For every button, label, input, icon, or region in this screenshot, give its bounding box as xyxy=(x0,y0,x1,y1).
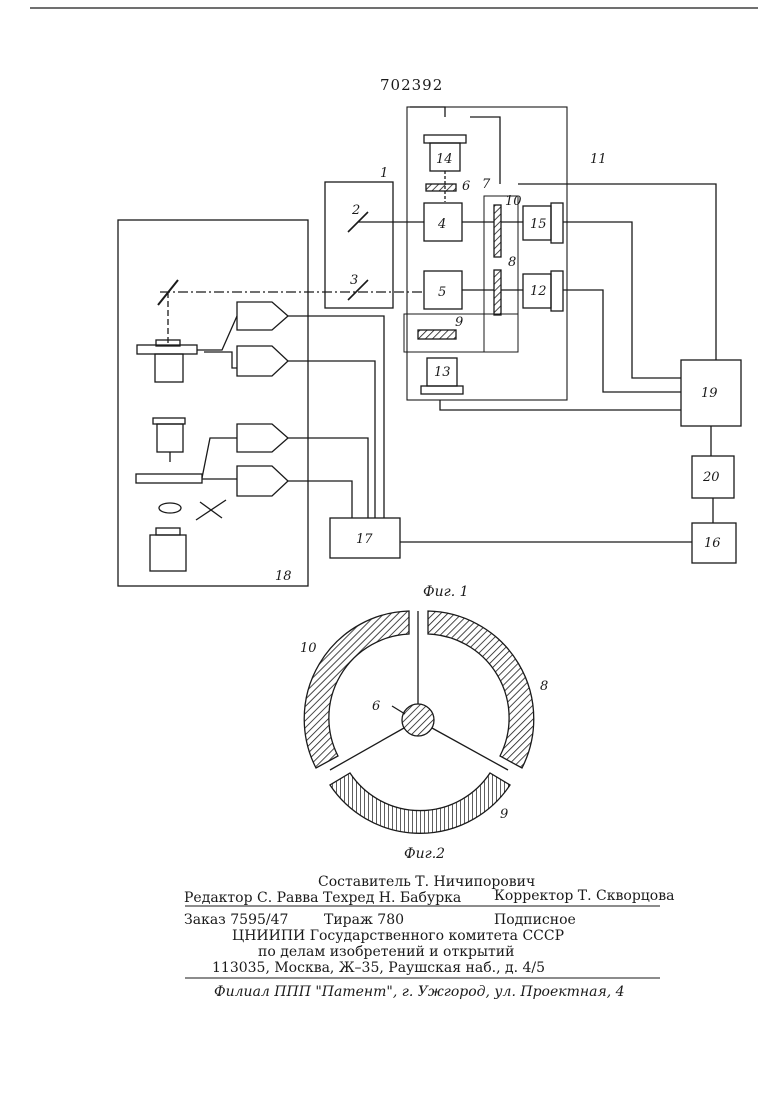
order-line: Заказ 7595/47 xyxy=(184,912,288,928)
branch-line: Филиал ППП "Патент", г. Ужгород, ул. Про… xyxy=(214,984,625,1000)
svg-text:2: 2 xyxy=(351,203,360,218)
svg-text:16: 16 xyxy=(704,536,721,551)
committee-line: по делам изобретений и открытий xyxy=(258,944,514,960)
svg-text:12: 12 xyxy=(530,284,547,299)
svg-text:8: 8 xyxy=(508,255,516,270)
disc-6 xyxy=(426,184,456,191)
circulation-line: Тираж 780 xyxy=(324,912,404,928)
block-15-back xyxy=(551,203,563,243)
motor-13-base xyxy=(421,386,463,394)
disc-8 xyxy=(494,270,501,315)
svg-text:4: 4 xyxy=(437,217,446,232)
label-10: 10 xyxy=(300,641,317,656)
corrector-line: Корректор Т. Скворцова xyxy=(494,888,674,904)
ring-segment-10 xyxy=(304,611,409,768)
svg-text:5: 5 xyxy=(438,285,446,300)
hub-6 xyxy=(402,704,434,736)
motor-14-cap xyxy=(424,135,466,143)
svg-text:3: 3 xyxy=(350,273,358,288)
figure-2-caption: Фиг.2 xyxy=(404,846,445,862)
block-12-back xyxy=(551,271,563,311)
svg-text:20: 20 xyxy=(702,470,720,485)
ring-segment-8 xyxy=(428,611,534,768)
institute-line: ЦНИИПИ Государственного комитета СССР xyxy=(232,928,564,944)
svg-text:14: 14 xyxy=(436,152,453,167)
svg-text:1: 1 xyxy=(380,166,388,181)
label-8: 8 xyxy=(540,679,548,694)
label-6: 6 xyxy=(372,699,380,714)
figure-1-caption: Фиг. 1 xyxy=(423,584,469,600)
editors-line: Редактор С. Равва Техред Н. Бабурка xyxy=(184,890,461,906)
svg-text:17: 17 xyxy=(356,532,373,547)
svg-text:6: 6 xyxy=(462,179,470,194)
disc-9 xyxy=(418,330,456,339)
svg-text:19: 19 xyxy=(701,386,718,401)
patent-number: 702392 xyxy=(380,76,443,94)
disc-10 xyxy=(494,205,501,257)
subscription-line: Подписное xyxy=(494,912,576,928)
svg-text:18: 18 xyxy=(275,569,292,584)
svg-text:7: 7 xyxy=(482,177,491,192)
address-line: 113035, Москва, Ж–35, Раушская наб., д. … xyxy=(212,960,545,976)
block-11-frame xyxy=(407,107,567,400)
svg-text:13: 13 xyxy=(434,365,451,380)
ring-segment-9 xyxy=(330,773,510,833)
svg-text:9: 9 xyxy=(455,315,463,330)
block-18 xyxy=(118,220,308,586)
svg-text:11: 11 xyxy=(590,152,607,167)
figure-2 xyxy=(304,611,534,833)
figure-1 xyxy=(118,107,741,586)
svg-text:15: 15 xyxy=(530,217,547,232)
label-9: 9 xyxy=(500,807,508,822)
svg-text:10: 10 xyxy=(505,194,522,209)
